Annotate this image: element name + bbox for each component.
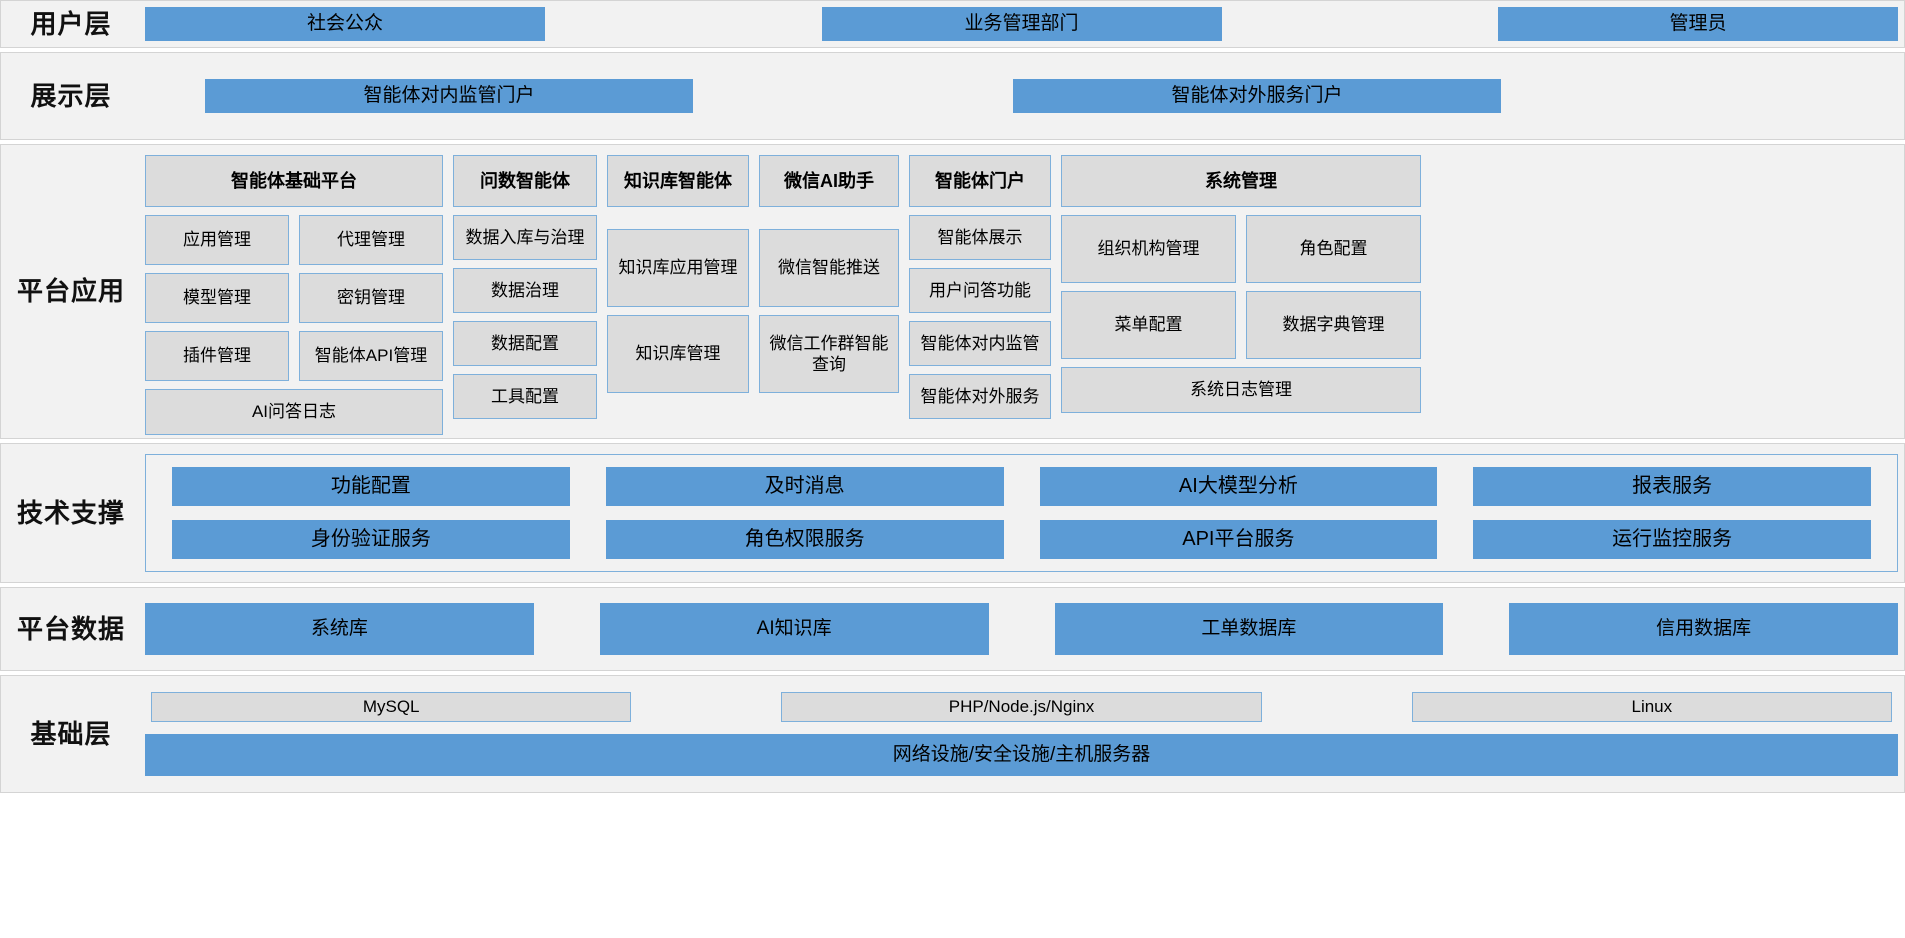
app-group-agent-portal: 智能体门户 智能体展示 用户问答功能 智能体对内监管 智能体对外服务 xyxy=(909,155,1051,419)
platform-data-layer-body: 系统库 AI知识库 工单数据库 信用数据库 xyxy=(141,588,1904,670)
app-item-kb-management[interactable]: 知识库管理 xyxy=(607,315,749,393)
app-item-data-governance[interactable]: 数据治理 xyxy=(453,268,597,313)
user-layer-body: 社会公众 业务管理部门 管理员 xyxy=(141,1,1904,47)
tech-item-identity-auth-service[interactable]: 身份验证服务 xyxy=(172,520,570,559)
app-group-wechat-ai-assistant: 微信AI助手 微信智能推送 微信工作群智能查询 xyxy=(759,155,899,393)
tech-support-layer-body: 功能配置 身份验证服务 及时消息 角色权限服务 AI大模型分析 API平台服务 … xyxy=(141,444,1904,582)
data-store-ai-knowledge-db[interactable]: AI知识库 xyxy=(599,603,989,655)
platform-data-layer: 平台 数据 系统库 AI知识库 工单数据库 信用数据库 xyxy=(0,587,1905,671)
tech-item-ai-large-model-analysis[interactable]: AI大模型分析 xyxy=(1039,467,1438,506)
tech-label-line1: 技术 xyxy=(16,497,71,528)
app-item-model-management[interactable]: 模型管理 xyxy=(145,273,289,323)
app-item-plugin-management[interactable]: 插件管理 xyxy=(145,331,289,381)
app-group-knowledge-base-agent: 知识库智能体 知识库应用管理 知识库管理 xyxy=(607,155,749,393)
portal-internal-supervision[interactable]: 智能体对内监管门户 xyxy=(205,79,693,113)
app-item-wechat-group-smart-query[interactable]: 微信工作群智能查询 xyxy=(759,315,899,393)
app-item-data-ingest-governance[interactable]: 数据入库与治理 xyxy=(453,215,597,260)
group-head-system-management[interactable]: 系统管理 xyxy=(1061,155,1421,207)
tech-support-layer-label: 技术 支撑 xyxy=(1,444,141,582)
user-layer-label: 用户层 xyxy=(1,1,141,47)
tech-item-runtime-monitoring-service[interactable]: 运行监控服务 xyxy=(1473,520,1871,559)
app-item-org-structure-management[interactable]: 组织机构管理 xyxy=(1061,215,1236,283)
app-item-data-dictionary-management[interactable]: 数据字典管理 xyxy=(1246,291,1421,359)
platform-application-layer-body: 智能体基础平台 应用管理 代理管理 模型管理 密钥管理 插件管理 智能体API管… xyxy=(141,145,1904,438)
app-row: 应用管理 代理管理 xyxy=(145,215,443,265)
app-group-agent-base-platform: 智能体基础平台 应用管理 代理管理 模型管理 密钥管理 插件管理 智能体API管… xyxy=(145,155,443,435)
app-item-wechat-smart-push[interactable]: 微信智能推送 xyxy=(759,229,899,307)
app-item-key-management[interactable]: 密钥管理 xyxy=(299,273,443,323)
platform-app-label-line1: 平台 xyxy=(16,276,71,307)
infra-item-network-security-host-servers[interactable]: 网络设施/安全设施/主机服务器 xyxy=(145,734,1898,776)
user-node-business-dept[interactable]: 业务管理部门 xyxy=(821,7,1222,41)
group-head-wechat-ai-assistant[interactable]: 微信AI助手 xyxy=(759,155,899,207)
tech-column: 报表服务 运行监控服务 xyxy=(1473,467,1871,559)
tech-item-function-configuration[interactable]: 功能配置 xyxy=(172,467,570,506)
app-item-agent-showcase[interactable]: 智能体展示 xyxy=(909,215,1051,260)
user-node-admin[interactable]: 管理员 xyxy=(1498,7,1898,41)
tech-item-api-platform-service[interactable]: API平台服务 xyxy=(1039,520,1438,559)
group-head-knowledge-base-agent[interactable]: 知识库智能体 xyxy=(607,155,749,207)
app-item-user-qa-function[interactable]: 用户问答功能 xyxy=(909,268,1051,313)
app-group-data-query-agent: 问数智能体 数据入库与治理 数据治理 数据配置 工具配置 xyxy=(453,155,597,419)
infrastructure-layer-body: MySQL PHP/Node.js/Nginx Linux 网络设施/安全设施/… xyxy=(141,676,1904,792)
app-item-agent-api-management[interactable]: 智能体API管理 xyxy=(299,331,443,381)
app-item-menu-configuration[interactable]: 菜单配置 xyxy=(1061,291,1236,359)
presentation-layer-body: 智能体对内监管门户 智能体对外服务门户 xyxy=(141,53,1904,139)
data-store-work-order-db[interactable]: 工单数据库 xyxy=(1054,603,1444,655)
portal-external-service[interactable]: 智能体对外服务门户 xyxy=(1013,79,1501,113)
group-head-data-query-agent[interactable]: 问数智能体 xyxy=(453,155,597,207)
app-item-agent-internal-supervision[interactable]: 智能体对内监管 xyxy=(909,321,1051,366)
app-item-application-management[interactable]: 应用管理 xyxy=(145,215,289,265)
app-row: 模型管理 密钥管理 xyxy=(145,273,443,323)
tech-item-report-service[interactable]: 报表服务 xyxy=(1473,467,1871,506)
app-item-data-configuration[interactable]: 数据配置 xyxy=(453,321,597,366)
tech-column: 功能配置 身份验证服务 xyxy=(172,467,570,559)
app-item-tool-configuration[interactable]: 工具配置 xyxy=(453,374,597,419)
app-item-ai-qa-log[interactable]: AI问答日志 xyxy=(145,389,443,435)
presentation-layer-label: 展示层 xyxy=(1,53,141,139)
platform-data-layer-label: 平台 数据 xyxy=(1,588,141,670)
app-row: 插件管理 智能体API管理 xyxy=(145,331,443,381)
group-head-agent-base-platform[interactable]: 智能体基础平台 xyxy=(145,155,443,207)
user-node-public[interactable]: 社会公众 xyxy=(145,7,545,41)
spacer xyxy=(759,215,899,221)
infra-item-mysql[interactable]: MySQL xyxy=(151,692,632,722)
infrastructure-layer: 基础层 MySQL PHP/Node.js/Nginx Linux 网络设施/安… xyxy=(0,675,1905,793)
app-item-system-log-management[interactable]: 系统日志管理 xyxy=(1061,367,1421,413)
spacer xyxy=(607,215,749,221)
platform-application-layer-label: 平台 应用 xyxy=(1,145,141,438)
platform-app-label-line2: 应用 xyxy=(71,276,126,307)
presentation-layer: 展示层 智能体对内监管门户 智能体对外服务门户 xyxy=(0,52,1905,140)
app-row: 菜单配置 数据字典管理 xyxy=(1061,291,1421,359)
tech-label-line2: 支撑 xyxy=(71,497,126,528)
tech-column: 及时消息 角色权限服务 xyxy=(605,467,1004,559)
tech-item-role-permission-service[interactable]: 角色权限服务 xyxy=(605,520,1004,559)
infrastructure-stack-row: MySQL PHP/Node.js/Nginx Linux xyxy=(145,692,1898,722)
app-item-agent-management[interactable]: 代理管理 xyxy=(299,215,443,265)
platform-application-layer: 平台 应用 智能体基础平台 应用管理 代理管理 模型管理 密钥管理 插件管理 智… xyxy=(0,144,1905,439)
tech-support-frame: 功能配置 身份验证服务 及时消息 角色权限服务 AI大模型分析 API平台服务 … xyxy=(145,454,1898,572)
user-layer: 用户层 社会公众 业务管理部门 管理员 xyxy=(0,0,1905,48)
infra-item-php-node-nginx[interactable]: PHP/Node.js/Nginx xyxy=(781,692,1262,722)
app-item-role-configuration[interactable]: 角色配置 xyxy=(1246,215,1421,283)
app-item-kb-application-management[interactable]: 知识库应用管理 xyxy=(607,229,749,307)
platform-data-label-line2: 数据 xyxy=(71,613,126,644)
tech-item-instant-message[interactable]: 及时消息 xyxy=(605,467,1004,506)
app-item-agent-external-service[interactable]: 智能体对外服务 xyxy=(909,374,1051,419)
data-store-system-db[interactable]: 系统库 xyxy=(145,603,534,655)
group-head-agent-portal[interactable]: 智能体门户 xyxy=(909,155,1051,207)
infrastructure-layer-label: 基础层 xyxy=(1,676,141,792)
infra-item-linux[interactable]: Linux xyxy=(1411,692,1892,722)
platform-data-label-line1: 平台 xyxy=(16,613,71,644)
app-group-system-management: 系统管理 组织机构管理 角色配置 菜单配置 数据字典管理 系统日志管理 xyxy=(1061,155,1421,413)
app-row: 组织机构管理 角色配置 xyxy=(1061,215,1421,283)
data-store-credit-db[interactable]: 信用数据库 xyxy=(1509,603,1898,655)
tech-column: AI大模型分析 API平台服务 xyxy=(1039,467,1438,559)
tech-support-layer: 技术 支撑 功能配置 身份验证服务 及时消息 角色权限服务 AI大模型分析 AP… xyxy=(0,443,1905,583)
